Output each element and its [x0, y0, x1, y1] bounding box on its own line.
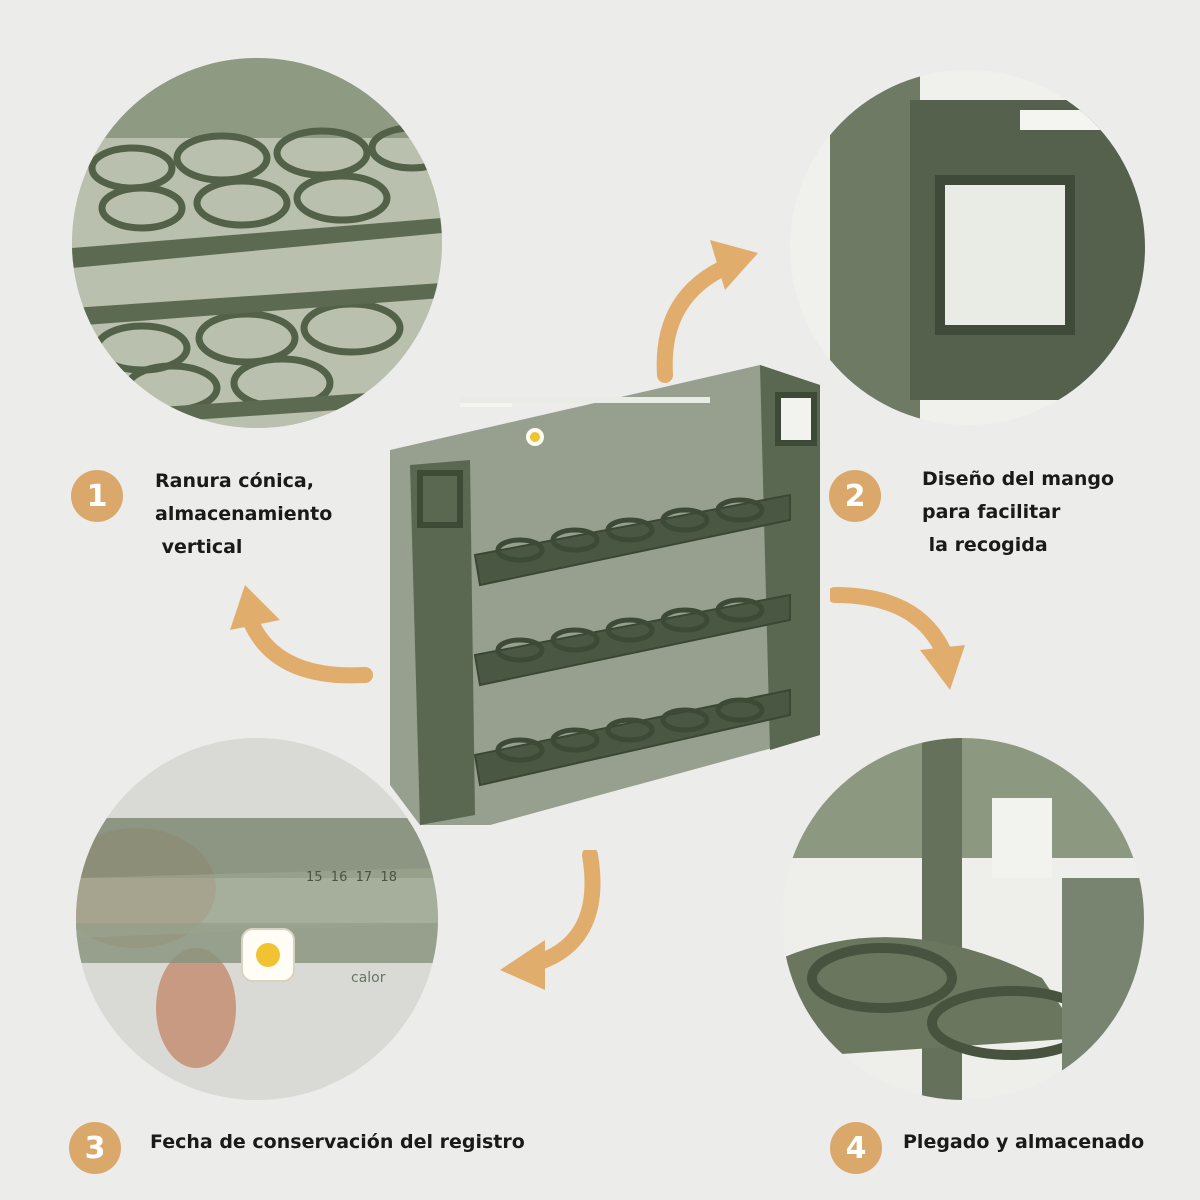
curved-arrow-icon: [500, 850, 601, 990]
ruler-embossed-text: calor: [351, 970, 386, 986]
feature-label-3: Fecha de conservación del registro: [150, 1126, 525, 1159]
ruler-numbers: 15 16 17 18: [306, 870, 397, 885]
curved-arrow-icon: [830, 587, 965, 690]
detail-circle-slots: [72, 58, 442, 428]
egg-rack-product-image: [390, 365, 820, 825]
handle-closeup-image: [790, 70, 1145, 425]
feature-number-badge: 4: [830, 1122, 882, 1174]
detail-circle-fold: [782, 738, 1144, 1100]
feature-label-line: Fecha de conservación del registro: [150, 1131, 525, 1153]
feature-label-1: Ranura cónica, almacenamiento vertical: [155, 465, 332, 564]
fold-closeup-image: [782, 738, 1144, 1100]
feature-label-line: la recogida: [922, 534, 1048, 556]
slot-closeup-image: [72, 58, 442, 428]
curved-arrow-icon: [230, 585, 373, 684]
egg-marker-icon: [241, 928, 295, 982]
feature-number-badge: 2: [829, 470, 881, 522]
feature-number-badge: 1: [71, 470, 123, 522]
feature-label-line: Diseño del mango: [922, 468, 1115, 490]
date-closeup-image: [76, 738, 438, 1100]
detail-circle-date: 15 16 17 18 calor: [76, 738, 438, 1100]
feature-label-line: para facilitar: [922, 501, 1061, 523]
detail-circle-handle: [790, 70, 1145, 425]
curved-arrow-icon: [656, 240, 758, 383]
feature-label-line: Plegado y almacenado: [903, 1131, 1145, 1153]
feature-number-badge: 3: [69, 1122, 121, 1174]
feature-label-line: almacenamiento: [155, 503, 333, 525]
feature-label-4: Plegado y almacenado: [903, 1126, 1144, 1159]
feature-label-line: vertical: [155, 536, 243, 558]
feature-label-line: Ranura cónica,: [155, 470, 314, 492]
feature-label-2: Diseño del mango para facilitar la recog…: [922, 463, 1114, 562]
